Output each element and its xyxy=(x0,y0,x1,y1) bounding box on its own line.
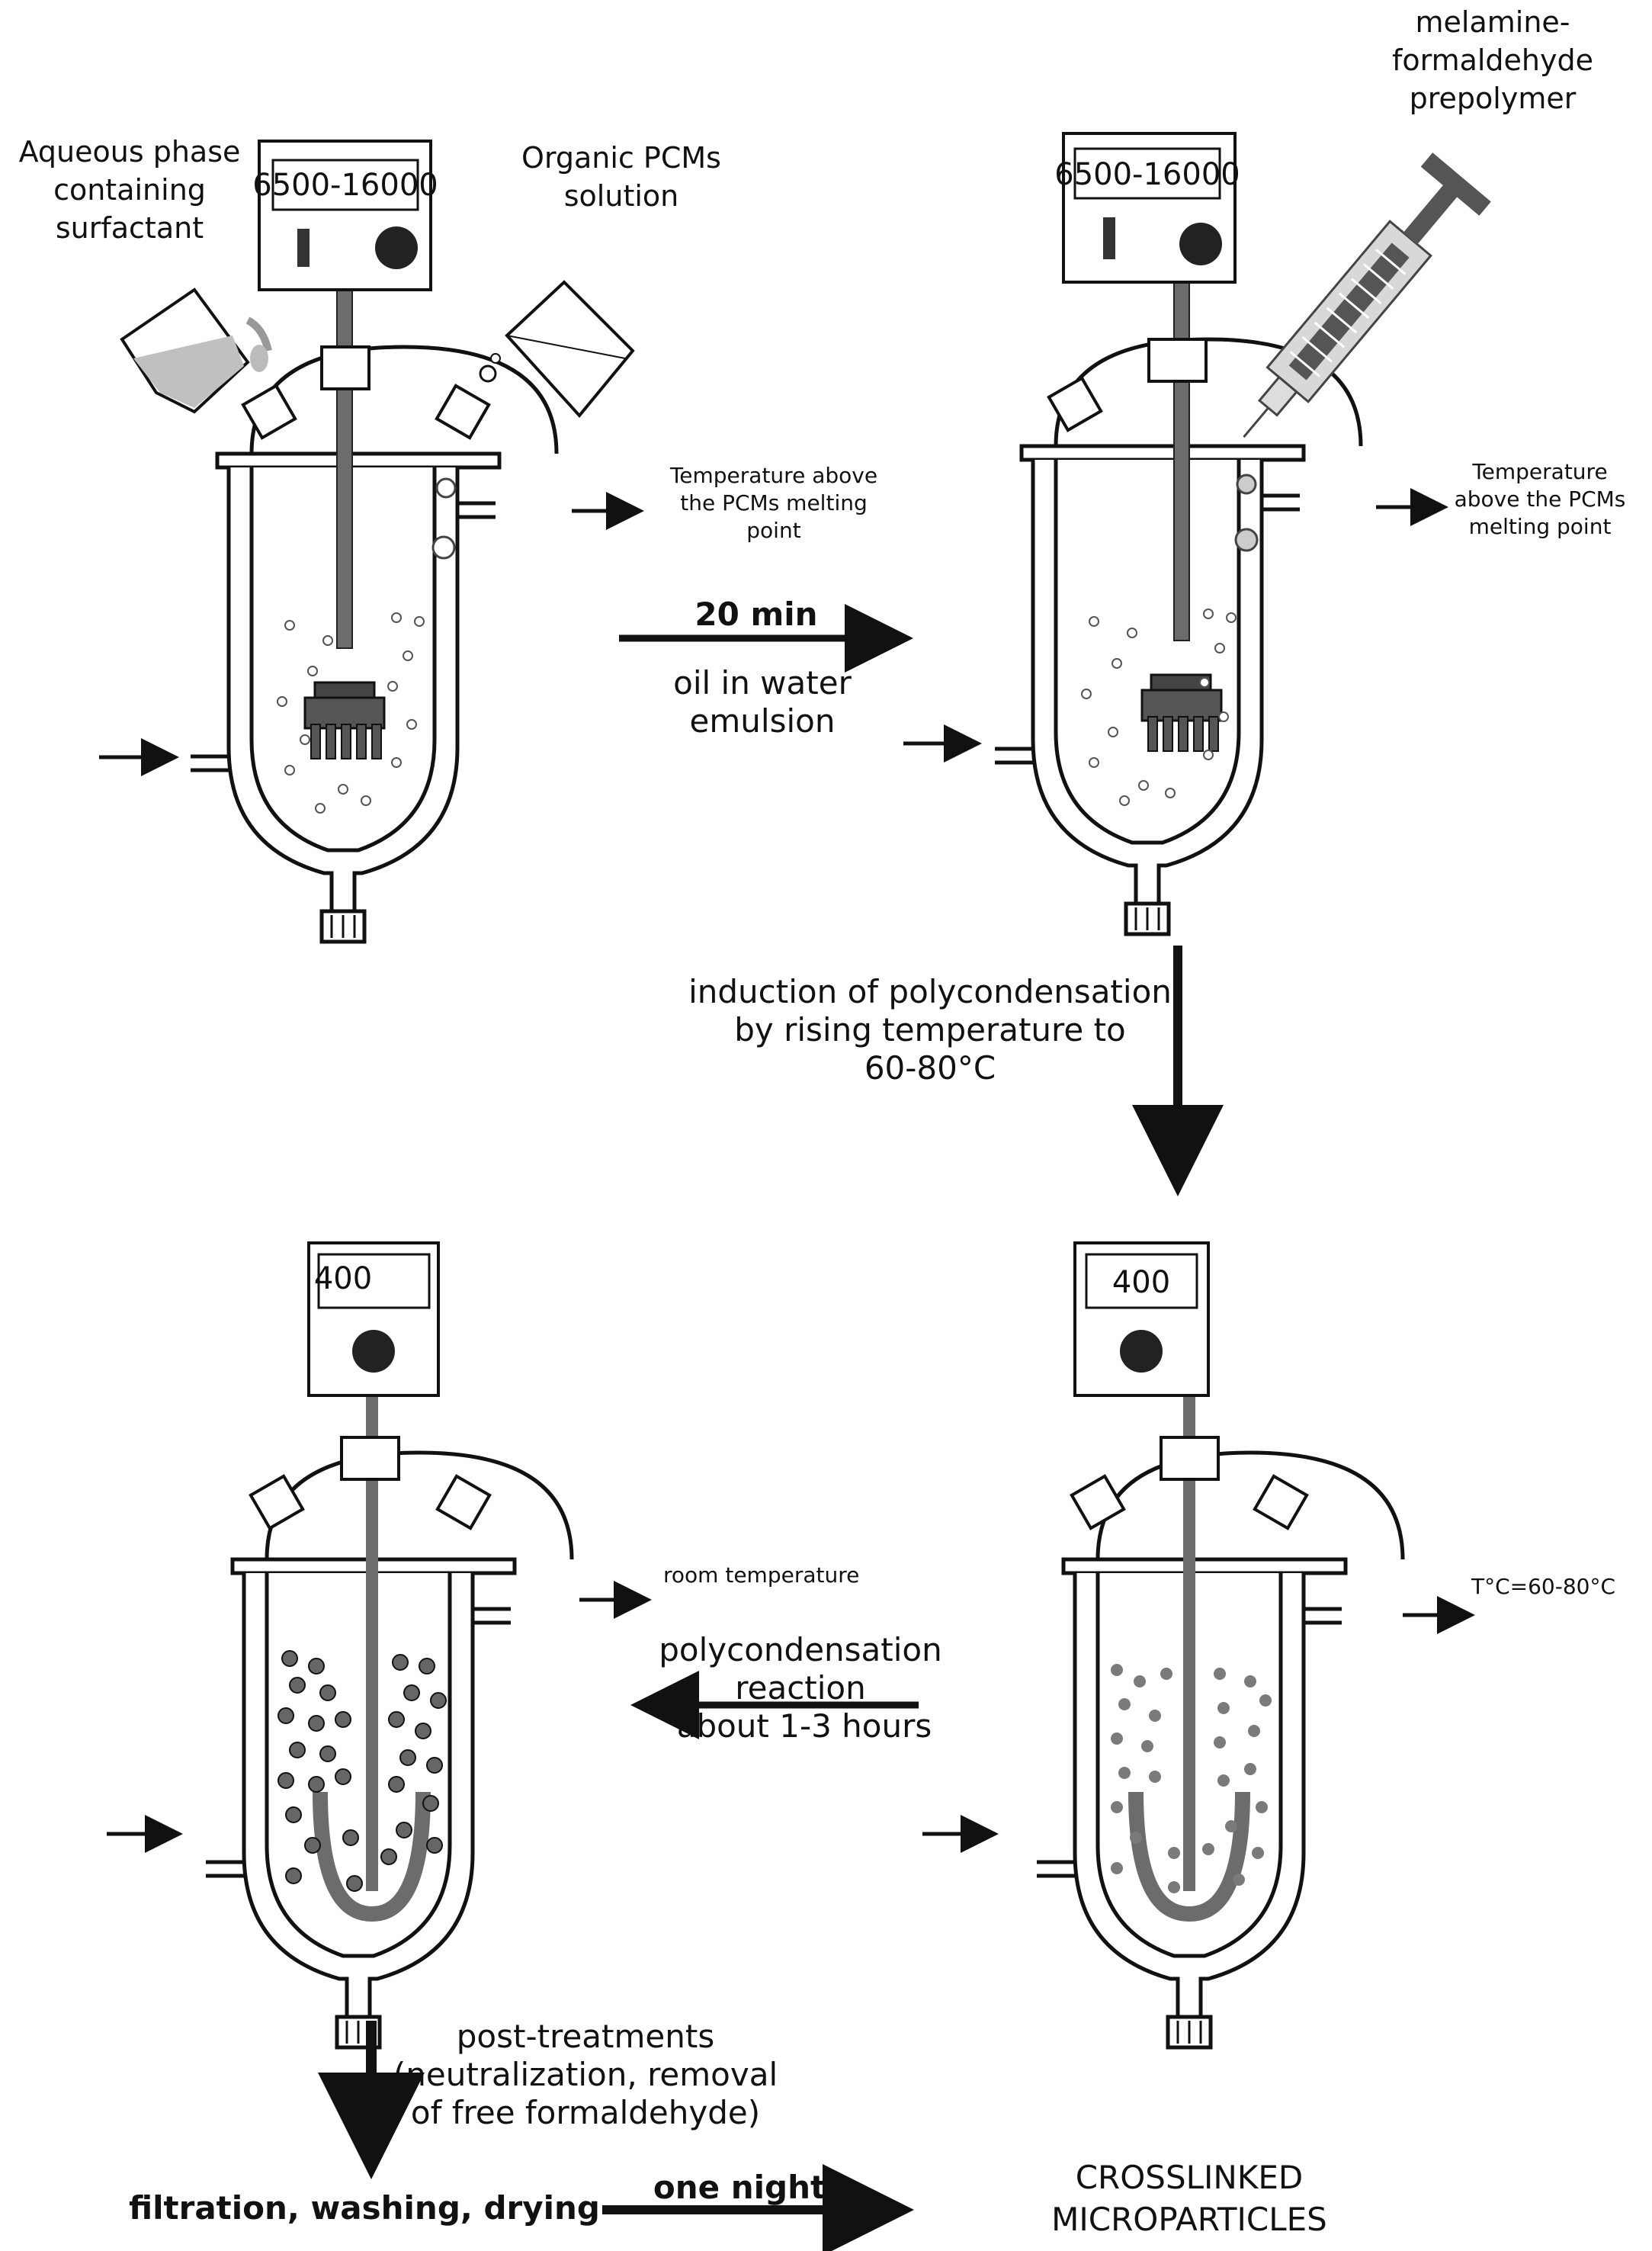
stirrer-speed-display-4: 400 xyxy=(314,1261,372,1296)
reactor-emulsion-prepolymer: 6500-16000 xyxy=(995,132,1361,934)
svg-text:polycondensation: polycondensation xyxy=(659,1631,941,1668)
stirrer-speed-display: 6500-16000 xyxy=(252,168,438,203)
final-process-label: filtration, washing, drying xyxy=(129,2189,600,2227)
svg-text:Temperature above: Temperature above xyxy=(669,463,877,488)
svg-text:surfactant: surfactant xyxy=(56,211,204,245)
final-time-label: one night xyxy=(653,2169,826,2206)
label-outlet-temp-bl: room temperature xyxy=(663,1562,859,1588)
label-outlet-temp-br: T°C=60-80°C xyxy=(1471,1574,1615,1599)
svg-text:of free formaldehyde): of free formaldehyde) xyxy=(411,2094,760,2131)
reactor-crosslinked: 400 xyxy=(206,1241,572,2047)
stirrer-speed-display-3: 400 xyxy=(1112,1265,1170,1300)
label-outlet-temp-tl: Temperature above the PCMs melting point xyxy=(669,463,877,543)
svg-text:emulsion: emulsion xyxy=(690,702,836,740)
label-organic-pcms: Organic PCMs solution xyxy=(521,141,721,213)
final-step: filtration, washing, drying one night CR… xyxy=(129,2159,1327,2251)
step-post-treatments: post-treatments (neutralization, removal… xyxy=(318,2018,778,2179)
svg-text:above the PCMs: above the PCMs xyxy=(1455,486,1626,512)
svg-text:point: point xyxy=(746,518,800,543)
step-polycondensation-reaction: polycondensation reaction about 1-3 hour… xyxy=(630,1631,942,1745)
svg-text:prepolymer: prepolymer xyxy=(1410,82,1577,115)
svg-text:Aqueous phase: Aqueous phase xyxy=(19,135,241,169)
svg-text:reaction: reaction xyxy=(735,1669,865,1707)
stirrer-speed-display-2: 6500-16000 xyxy=(1054,157,1240,192)
svg-text:melamine-: melamine- xyxy=(1416,5,1570,39)
svg-text:(neutralization, removal: (neutralization, removal xyxy=(393,2056,778,2093)
label-prepolymer: melamine- formaldehyde prepolymer xyxy=(1392,5,1593,115)
svg-text:Organic PCMs: Organic PCMs xyxy=(521,141,721,175)
label-aqueous-phase: Aqueous phase containing surfactant xyxy=(19,135,241,245)
product-label-line2: MICROPARTICLES xyxy=(1051,2201,1327,2238)
svg-text:about 1-3 hours: about 1-3 hours xyxy=(677,1707,932,1745)
svg-text:Temperature: Temperature xyxy=(1471,459,1607,484)
reactor-emulsion-start: 6500-16000 xyxy=(191,140,557,942)
step-polycondensation-induction: induction of polycondensation by rising … xyxy=(688,946,1224,1196)
svg-text:the PCMs melting: the PCMs melting xyxy=(680,490,868,515)
svg-text:induction of polycondensation: induction of polycondensation xyxy=(688,973,1172,1010)
svg-text:oil in water: oil in water xyxy=(673,664,852,702)
product-label-line1: CROSSLINKED xyxy=(1076,2159,1304,2196)
syringe-prepolymer xyxy=(1243,153,1491,438)
svg-text:containing: containing xyxy=(53,173,206,207)
svg-text:melting point: melting point xyxy=(1469,514,1612,539)
beaker-organic-pcms xyxy=(479,280,635,419)
svg-text:formaldehyde: formaldehyde xyxy=(1392,43,1593,77)
svg-text:post-treatments: post-treatments xyxy=(457,2018,714,2055)
step-emulsion-arrow: 20 min oil in water emulsion xyxy=(619,596,913,740)
label-outlet-temp-tr: Temperature above the PCMs melting point xyxy=(1455,459,1626,539)
svg-text:60-80°C: 60-80°C xyxy=(864,1049,996,1087)
step1-time: 20 min xyxy=(694,596,817,633)
svg-text:solution: solution xyxy=(564,179,678,213)
reactor-polycondensation: 400 xyxy=(1037,1241,1403,2047)
svg-text:by rising temperature to: by rising temperature to xyxy=(734,1011,1126,1048)
beaker-aqueous-phase xyxy=(120,287,272,414)
